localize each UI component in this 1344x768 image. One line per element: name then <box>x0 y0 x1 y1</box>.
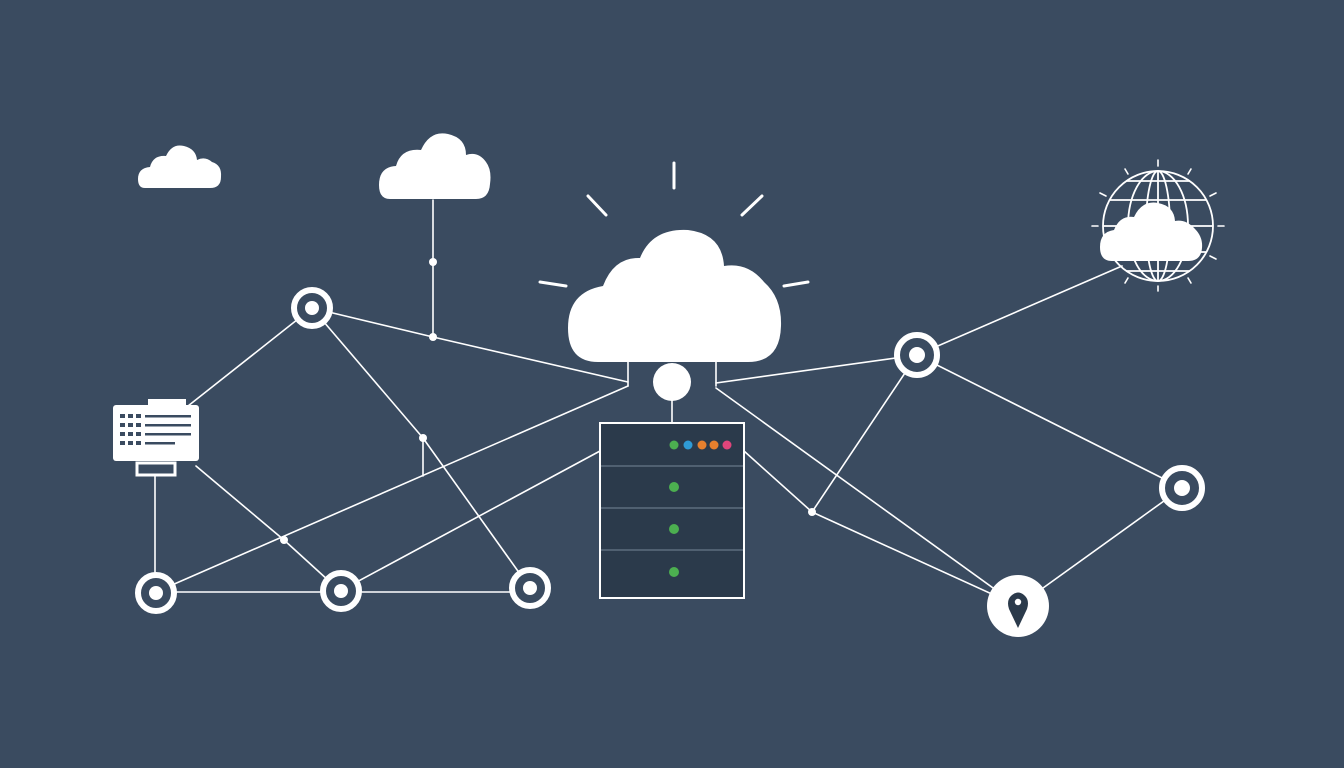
network-node <box>894 332 940 378</box>
link-node-tl-to-junction-mid <box>311 307 424 439</box>
junction-dot <box>429 258 437 266</box>
status-led-green <box>669 440 679 450</box>
junction-dot <box>808 508 816 516</box>
screen-grid <box>120 414 191 445</box>
junction-dot <box>429 333 437 341</box>
network-node <box>320 570 362 612</box>
link-node-tl-to-client <box>187 307 313 407</box>
link-junction-right-to-pin <box>811 511 1019 607</box>
junction-dot <box>419 434 427 442</box>
junction-dots <box>280 258 816 544</box>
link-junction-mid-to-node-b3 <box>422 437 531 589</box>
cloud-rays <box>538 161 810 288</box>
server-rack-icon <box>599 422 745 599</box>
status-led-orange <box>697 440 707 450</box>
globe-cloud-icon <box>1091 159 1225 292</box>
status-led-green <box>669 524 679 534</box>
ray <box>740 194 764 217</box>
link-junction-to-hub <box>432 336 629 383</box>
link-node-b2-to-server <box>339 450 601 592</box>
link-node-b1-to-hub <box>155 385 629 593</box>
link-node-r2-to-pin <box>1017 487 1183 607</box>
link-hub-to-pin <box>715 387 1019 607</box>
status-led-blue <box>683 440 693 450</box>
network-node <box>135 572 177 614</box>
junction-dot <box>280 536 288 544</box>
globe-ticks <box>1091 159 1225 292</box>
cloud-icon-medium <box>379 133 491 199</box>
network-node <box>1159 465 1205 511</box>
monitor-stand <box>135 461 177 477</box>
network-node <box>291 287 333 329</box>
ray <box>538 280 568 288</box>
link-node-r1-to-node-r2 <box>916 354 1183 489</box>
monitor-top-bar <box>148 399 186 407</box>
cloud-icon-small <box>138 145 222 188</box>
ray <box>586 194 608 217</box>
connection-lines <box>154 199 1183 607</box>
link-client-to-junction-low <box>195 465 285 541</box>
network-node <box>509 567 551 609</box>
ray <box>782 280 810 288</box>
globe-cloud <box>1100 202 1203 261</box>
cloud-icon <box>568 229 782 362</box>
link-node-r1-to-junction-right <box>811 354 918 513</box>
map-pin-hole <box>1014 598 1022 606</box>
map-pin-glyph <box>1008 592 1028 628</box>
link-server-to-junction-right <box>743 450 813 513</box>
link-hub-to-node-r1 <box>715 354 918 384</box>
ring-nodes <box>135 287 1205 614</box>
status-led-pink <box>722 440 732 450</box>
link-node-r1-to-globe <box>916 265 1123 356</box>
map-pin-icon <box>987 575 1049 637</box>
status-led-green <box>669 482 679 492</box>
status-led-orange <box>709 440 719 450</box>
desktop-computer-icon <box>113 399 199 477</box>
status-led-green <box>669 567 679 577</box>
hub-connector-node <box>653 363 691 401</box>
